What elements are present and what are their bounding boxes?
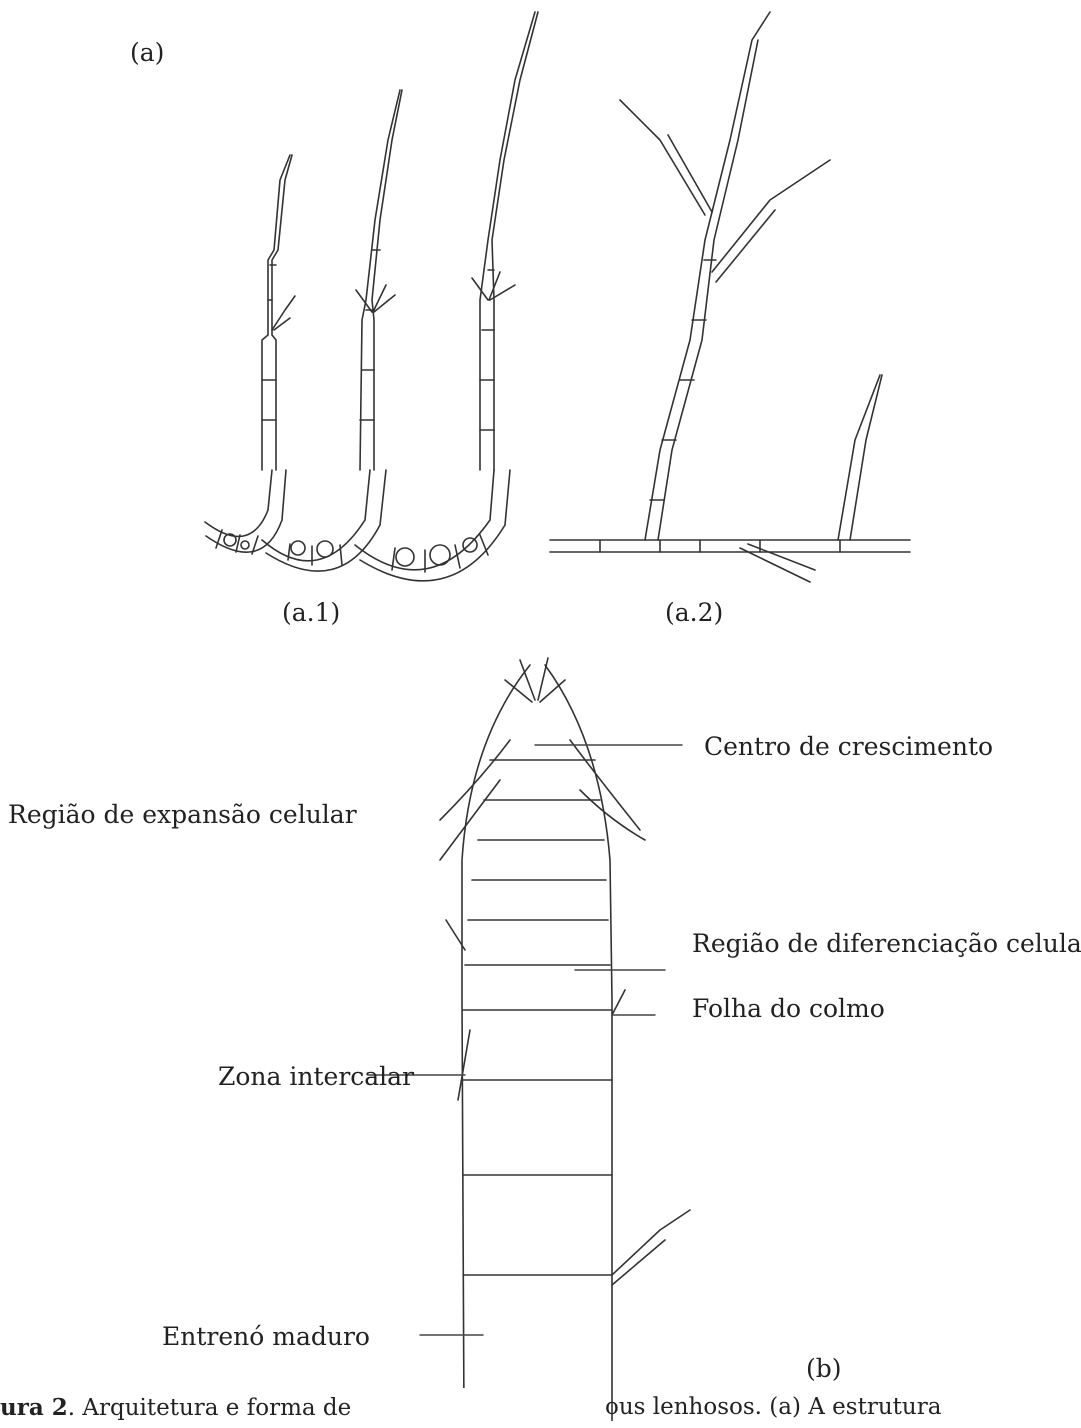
intercalary-zone-label: Zona intercalar (218, 1064, 414, 1089)
panel-b-label: (b) (806, 1356, 842, 1381)
caption-occlusion (436, 1388, 601, 1428)
cell-expansion-label: Região de expansão celular (8, 802, 357, 827)
figure-caption-left: ura 2. Arquitetura e forma de (0, 1396, 351, 1420)
cell-differentiation-label: Região de diferenciação celular (692, 931, 1081, 956)
panel-a1-label: (a.1) (282, 600, 340, 625)
culm-apex (440, 658, 690, 1421)
panel-a2-label: (a.2) (665, 600, 723, 625)
figure-number: ura 2 (0, 1394, 68, 1421)
panel-a-label: (a) (130, 40, 164, 65)
rhizome-monopodial (550, 12, 910, 582)
figure-caption-right: ous lenhosos. (a) A estrutura (605, 1396, 941, 1419)
culm-leaf-label: Folha do colmo (692, 996, 885, 1021)
caption-left-text: . Arquitetura e forma de (68, 1395, 352, 1421)
rhizome-sympodial (205, 12, 538, 581)
mature-internode-label: Entrenó maduro (162, 1324, 370, 1349)
growth-center-label: Centro de crescimento (704, 734, 993, 759)
